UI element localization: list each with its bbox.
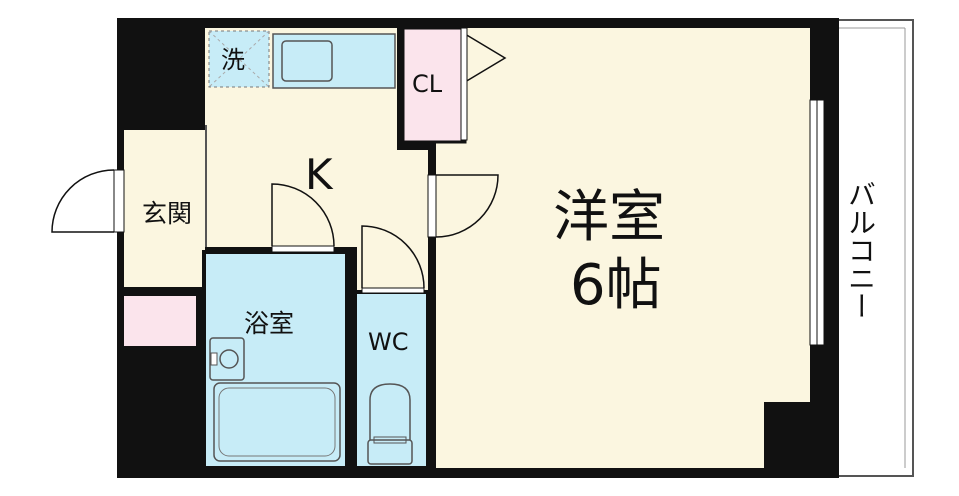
western-room-size: 6帖 bbox=[570, 253, 662, 318]
closet-door-icon bbox=[464, 33, 507, 83]
balcony-label: バルコニー bbox=[844, 180, 877, 320]
toilet-seat-line bbox=[373, 436, 407, 444]
bathroom-door-swing bbox=[271, 183, 335, 247]
laundry-cross bbox=[208, 30, 270, 88]
bathtub-inner bbox=[218, 387, 336, 457]
toilet-door-panel bbox=[361, 287, 425, 294]
laundry-label: 洗 bbox=[221, 46, 245, 74]
western-room-floor bbox=[436, 28, 810, 468]
laundry-cross bbox=[208, 30, 270, 88]
kitchen-sink-icon bbox=[281, 40, 333, 82]
balcony-area bbox=[824, 19, 914, 477]
toilet-bowl-icon bbox=[369, 383, 411, 440]
kitchen-counter bbox=[272, 33, 396, 89]
corner-pillar bbox=[764, 402, 836, 476]
closet-door-panel bbox=[460, 27, 468, 141]
bathtub-icon bbox=[213, 382, 341, 462]
western-room-name: 洋室 bbox=[553, 185, 665, 250]
washbasin-icon bbox=[209, 337, 245, 381]
washbasin-tap bbox=[210, 352, 218, 366]
toilet-door-swing bbox=[361, 225, 425, 289]
entrance-door-panel bbox=[113, 169, 125, 233]
toilet-area bbox=[353, 290, 430, 470]
bathroom-door-panel bbox=[271, 245, 335, 253]
entrance-storage bbox=[124, 296, 196, 346]
bathroom-label: 浴室 bbox=[244, 309, 295, 338]
washbasin-drain bbox=[219, 349, 239, 369]
toilet-tank-icon bbox=[367, 439, 413, 465]
closet-label: CL bbox=[412, 70, 443, 98]
closet-area bbox=[401, 26, 467, 144]
bathroom-area bbox=[202, 250, 349, 470]
entrance-label: 玄関 bbox=[142, 199, 193, 228]
toilet-label: WC bbox=[368, 328, 409, 356]
entrance-floor bbox=[124, 130, 205, 287]
room-door-panel bbox=[427, 174, 437, 238]
entrance-divider bbox=[205, 125, 207, 247]
kitchen-label: K bbox=[305, 150, 333, 199]
room-door-swing bbox=[435, 174, 499, 238]
kitchen-floor bbox=[205, 28, 428, 290]
entrance-door-swing bbox=[51, 169, 115, 233]
